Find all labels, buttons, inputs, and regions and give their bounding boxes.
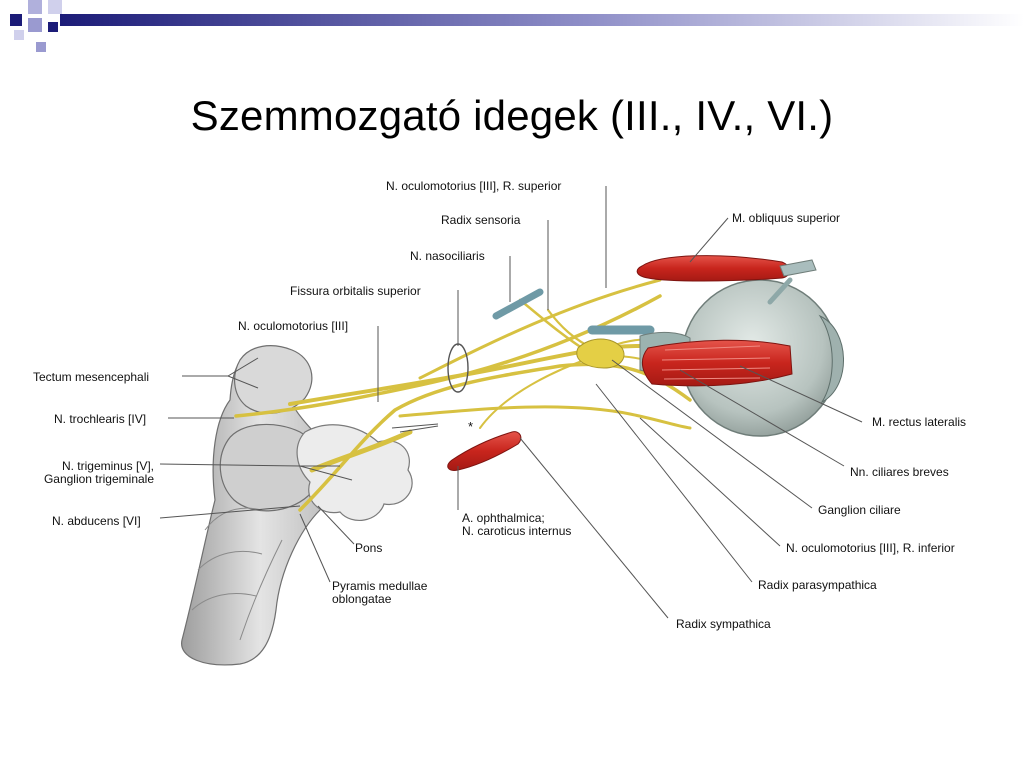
label-tectum: Tectum mesencephali — [33, 370, 150, 384]
ganglion-trigeminale — [296, 424, 413, 521]
label-fissura-orbitalis: Fissura orbitalis superior — [290, 284, 421, 298]
decoration-square — [36, 42, 46, 52]
label-pyramis: Pyramis medullae oblongatae — [332, 580, 427, 606]
label-trigeminus-line1: N. trigeminus [V], — [61, 459, 154, 473]
label-pyramis-line1: Pyramis medullae — [332, 579, 428, 593]
slide-title: Szemmozgató idegek (III., IV., VI.) — [190, 92, 834, 139]
label-ganglion-ciliare: Ganglion ciliare — [818, 503, 901, 517]
decoration-square — [28, 0, 42, 14]
label-pons: Pons — [355, 541, 383, 555]
decoration-square — [10, 14, 22, 26]
nerve-radix-sympathica — [479, 357, 591, 429]
nerve-oculomotorius-inferior — [398, 405, 692, 430]
decoration-square — [48, 22, 58, 32]
leader-lines — [159, 186, 863, 619]
decoration-square — [28, 18, 42, 32]
anatomy-figure — [159, 186, 863, 666]
label-ophthalmica: A. ophthalmica; N. caroticus internus — [462, 512, 571, 538]
label-oculomotorius-superior: N. oculomotorius [III], R. superior — [386, 179, 562, 193]
pons — [219, 423, 320, 512]
label-radix-parasympathica: Radix parasympathica — [758, 578, 877, 592]
muscle-striations — [661, 345, 771, 380]
label-abducens: N. abducens [VI] — [52, 514, 141, 528]
nerve-sheath — [492, 288, 544, 320]
label-ciliares-breves: Nn. ciliares breves — [850, 465, 949, 479]
brainstem-fiber — [191, 593, 257, 611]
label-trochlearis: N. trochlearis [IV] — [54, 412, 147, 426]
muscle-obliquus-superior — [636, 255, 790, 282]
label-pyramis-line2: oblongatae — [332, 592, 392, 606]
label-rectus-lateralis: M. rectus lateralis — [872, 415, 967, 429]
label-radix-sensoria: Radix sensoria — [441, 213, 521, 227]
decoration-band — [60, 14, 1024, 26]
label-trigeminus: N. trigeminus [V], Ganglion trigeminale — [18, 460, 154, 486]
tendon-obliquus — [779, 259, 817, 277]
nerve-oculomotorius-superior — [418, 278, 662, 380]
label-radix-sympathica: Radix sympathica — [676, 617, 771, 631]
cornea — [818, 314, 844, 404]
brainstem-fiber — [204, 507, 263, 531]
label-oculomotorius: N. oculomotorius [III] — [238, 319, 349, 333]
label-trigeminus-line2: Ganglion trigeminale — [43, 472, 154, 486]
label-obliquus-superior: M. obliquus superior — [732, 211, 841, 225]
muscle-rectus-lateralis — [642, 339, 793, 387]
brainstem-fiber — [239, 539, 283, 641]
decoration-square — [48, 0, 62, 14]
slide-decoration — [10, 0, 1024, 52]
tendon-obliquus — [767, 277, 793, 305]
label-nasociliaris: N. nasociliaris — [410, 249, 485, 263]
label-oculomotorius-inferior: N. oculomotorius [III], R. inferior — [786, 541, 955, 555]
label-ophthalmica-line2: N. caroticus internus — [462, 524, 572, 538]
label-ophthalmica-line1: A. ophthalmica; — [462, 511, 545, 525]
brainstem-fiber — [197, 550, 263, 571]
decoration-square — [14, 30, 24, 40]
tectum-mesencephali — [234, 345, 313, 414]
artery-ophthalmica — [447, 431, 522, 471]
label-asterisk: * — [468, 419, 474, 434]
